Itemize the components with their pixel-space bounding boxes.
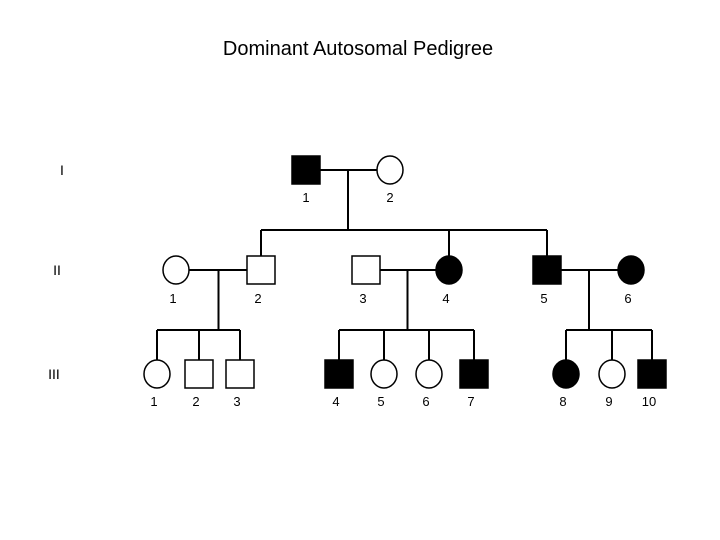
affected-male-symbol	[324, 359, 354, 389]
affected-male-symbol	[532, 255, 562, 285]
pedigree-symbols	[143, 155, 667, 389]
individual-number: 6	[422, 394, 429, 409]
affected-female-symbol	[617, 255, 645, 285]
individual-number: 1	[302, 190, 309, 205]
affected-male-symbol	[459, 359, 489, 389]
unaffected-female-symbol	[598, 359, 626, 389]
affected-male-symbol	[291, 155, 321, 185]
unaffected-male-symbol	[351, 255, 381, 285]
individual-number: 2	[386, 190, 393, 205]
unaffected-female-symbol	[143, 359, 171, 389]
individual-number: 10	[642, 394, 656, 409]
pedigree-title: Dominant Autosomal Pedigree	[222, 38, 494, 60]
unaffected-male-symbol	[225, 359, 255, 389]
individual-number: 2	[254, 291, 261, 306]
generation-label: III	[48, 366, 60, 382]
affected-female-symbol	[435, 255, 463, 285]
generation-label: II	[53, 262, 61, 278]
individual-number: 6	[624, 291, 631, 306]
unaffected-female-symbol	[376, 155, 404, 185]
affected-female-symbol	[552, 359, 580, 389]
individual-number: 4	[332, 394, 339, 409]
unaffected-female-symbol	[162, 255, 190, 285]
individual-number: 3	[233, 394, 240, 409]
unaffected-male-symbol	[246, 255, 276, 285]
individual-number: 1	[150, 394, 157, 409]
generation-label: I	[60, 162, 64, 178]
individual-number: 2	[192, 394, 199, 409]
individual-number: 3	[359, 291, 366, 306]
individual-number: 8	[559, 394, 566, 409]
individual-number: 9	[605, 394, 612, 409]
individual-number: 4	[442, 291, 449, 306]
individual-number: 5	[377, 394, 384, 409]
unaffected-female-symbol	[415, 359, 443, 389]
pedigree-lines	[156, 169, 653, 361]
individual-number: 1	[169, 291, 176, 306]
unaffected-male-symbol	[184, 359, 214, 389]
individual-number: 5	[540, 291, 547, 306]
affected-male-symbol	[637, 359, 667, 389]
individual-number: 7	[467, 394, 474, 409]
unaffected-female-symbol	[370, 359, 398, 389]
